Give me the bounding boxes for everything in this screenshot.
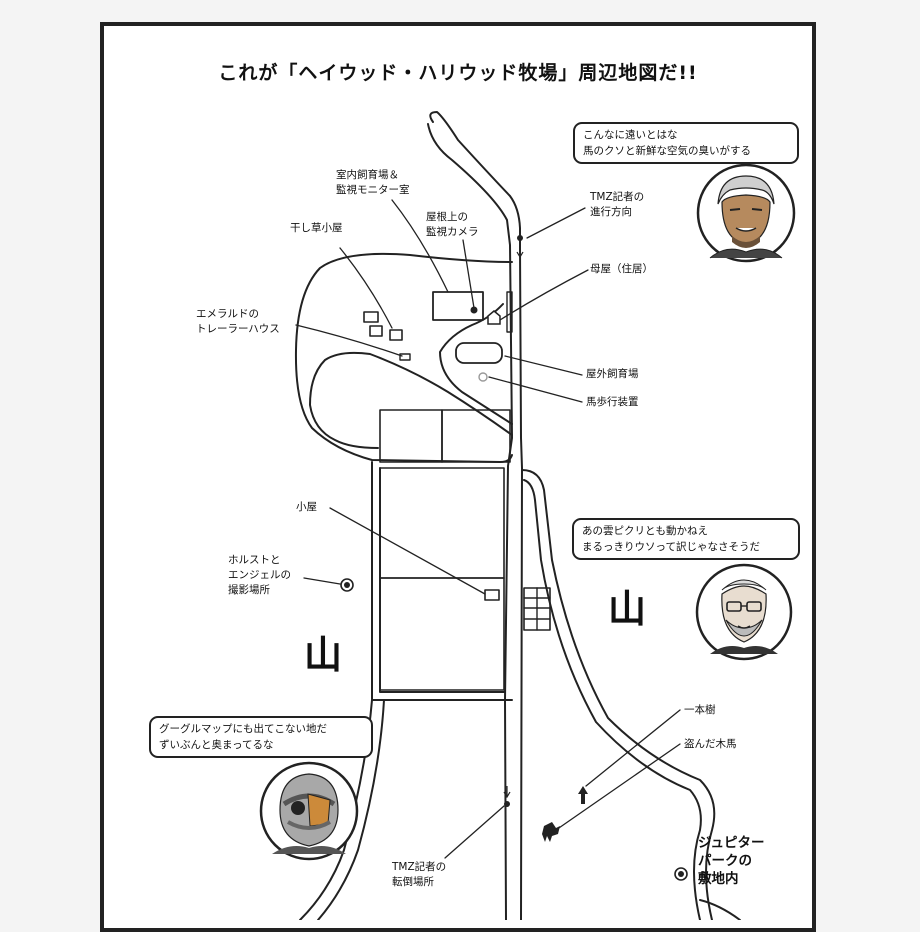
speech-bubble-mid-right: あの雲ピクリとも動かねえ まるっきりウソって訳じゃなさそうだ [572, 518, 800, 560]
leader-hay [339, 247, 393, 329]
hay-shed-3 [389, 329, 403, 341]
label-stolen-horse: 盗んだ木馬 [684, 738, 737, 750]
outdoor-ring [455, 342, 503, 364]
label-line: パークの [698, 853, 752, 869]
label-tmz-direction: TMZ記者の 進行方向 [590, 190, 644, 220]
indoor-ring-building [432, 291, 484, 321]
label-line: トレーラーハウス [196, 323, 280, 335]
markers [340, 235, 688, 881]
north-road-inner [427, 123, 513, 920]
label-outdoor-ring: 屋外飼育場 [586, 368, 639, 380]
bubble-line: こんなに遠いとはな [583, 129, 678, 141]
label-line: 監視モニター室 [336, 184, 410, 196]
label-tmz-fall: TMZ記者の 転倒場所 [392, 860, 446, 890]
leader-camera [462, 239, 475, 309]
label-line: 敷地内 [698, 871, 739, 887]
east-road [521, 469, 716, 920]
tree-icon [578, 786, 588, 794]
tmz-fall-arrow [503, 786, 511, 799]
hay-shed-2 [369, 325, 383, 337]
leader-trailer [295, 324, 403, 357]
photo-spot-dot [344, 582, 350, 588]
label-line: TMZ記者の [392, 861, 447, 873]
field-boundary-inner [379, 467, 506, 693]
label-jupiter-park: ジュピター パークの 敷地内 [698, 834, 765, 888]
label-lone-tree: 一本樹 [684, 704, 716, 716]
ranch-loop-inner [309, 351, 513, 449]
label-trailer: エメラルドの トレーラーハウス [196, 307, 280, 337]
label-hay-shed: 干し草小屋 [290, 222, 343, 234]
west-road-inner [317, 699, 385, 920]
field-top-left [379, 409, 443, 463]
map-frame [100, 22, 816, 932]
label-line: エンジェルの [228, 569, 291, 581]
portrait-masked-figure [259, 761, 359, 861]
label-line: ホルストと [228, 554, 281, 566]
leader-house [499, 269, 589, 321]
label-photo-spot: ホルストと エンジェルの 撮影場所 [228, 553, 291, 598]
label-line: エメラルドの [196, 308, 259, 320]
speech-bubble-bottom-left: グーグルマップにも出てこない地だ ずいぶんと奥まってるな [149, 716, 373, 758]
mountain-symbol-west: 山 [304, 633, 343, 677]
trailer-house [399, 353, 411, 361]
jupiter-road [699, 899, 741, 920]
leader-walker [488, 376, 583, 403]
leader-horse [555, 743, 681, 831]
leader-photo [303, 577, 341, 585]
tmz-fall-marker [504, 801, 510, 807]
portrait-bearded-man [695, 563, 793, 661]
jupiter-dot [678, 871, 684, 877]
portrait-tmz-reporter [696, 163, 796, 263]
map-title: これが「ヘイウッド・ハリウッド牧場」周辺地図だ!! [218, 62, 698, 84]
label-indoor-ring: 室内飼育場＆ 監視モニター室 [336, 168, 410, 198]
label-line: 撮影場所 [228, 584, 270, 596]
bubble-line: ずいぶんと奥まってるな [159, 739, 274, 751]
label-line: TMZ記者の [590, 191, 645, 203]
speech-bubble-top-right: こんなに遠いとはな 馬のクソと新鮮な空気の臭いがする [573, 122, 799, 164]
tmz-dir-arrow [516, 246, 524, 259]
tmz-dir-marker [517, 235, 523, 241]
label-main-house: 母屋（住居） [590, 263, 653, 275]
label-line: 進行方向 [590, 206, 632, 218]
bubble-line: あの雲ピクリとも動かねえ [582, 525, 708, 537]
hay-shed-1 [363, 311, 379, 323]
leader-small-shed [329, 507, 486, 595]
horse-icon [542, 822, 560, 842]
leader-tmz-dir [526, 207, 586, 239]
house-icon [487, 310, 501, 325]
bubble-line: グーグルマップにも出てこない地だ [159, 723, 327, 735]
label-line: 転倒場所 [392, 876, 434, 888]
field-boundary [371, 461, 513, 701]
leader-tree [585, 709, 681, 787]
small-shed [484, 589, 500, 601]
leader-fall [444, 805, 505, 859]
tree-trunk [581, 794, 585, 804]
label-small-shed: 小屋 [296, 501, 317, 513]
label-line: ジュピター [698, 835, 765, 851]
label-line: 監視カメラ [426, 226, 479, 238]
label-roof-camera: 屋根上の 監視カメラ [426, 210, 479, 240]
mountain-symbol-east: 山 [608, 587, 647, 631]
ranch-loop-outer [294, 252, 513, 463]
bubble-line: まるっきりウソって訳じゃなさそうだ [582, 541, 760, 553]
field-mid [379, 467, 505, 579]
ranch-inner-drive [439, 303, 513, 425]
east-road-inner [523, 479, 702, 920]
bubble-line: 馬のクソと新鮮な空気の臭いがする [583, 145, 751, 157]
north-road [429, 111, 523, 920]
leader-outdoor [504, 355, 583, 376]
label-line: 屋根上の [426, 211, 468, 223]
field-top-right [441, 409, 511, 463]
leader-indoor [391, 199, 449, 293]
camera-marker [470, 306, 478, 314]
label-horse-walker: 馬歩行装置 [586, 396, 639, 408]
horse-walker [478, 372, 488, 382]
label-line: 室内飼育場＆ [336, 169, 399, 181]
stable-grid-lines [523, 587, 551, 631]
